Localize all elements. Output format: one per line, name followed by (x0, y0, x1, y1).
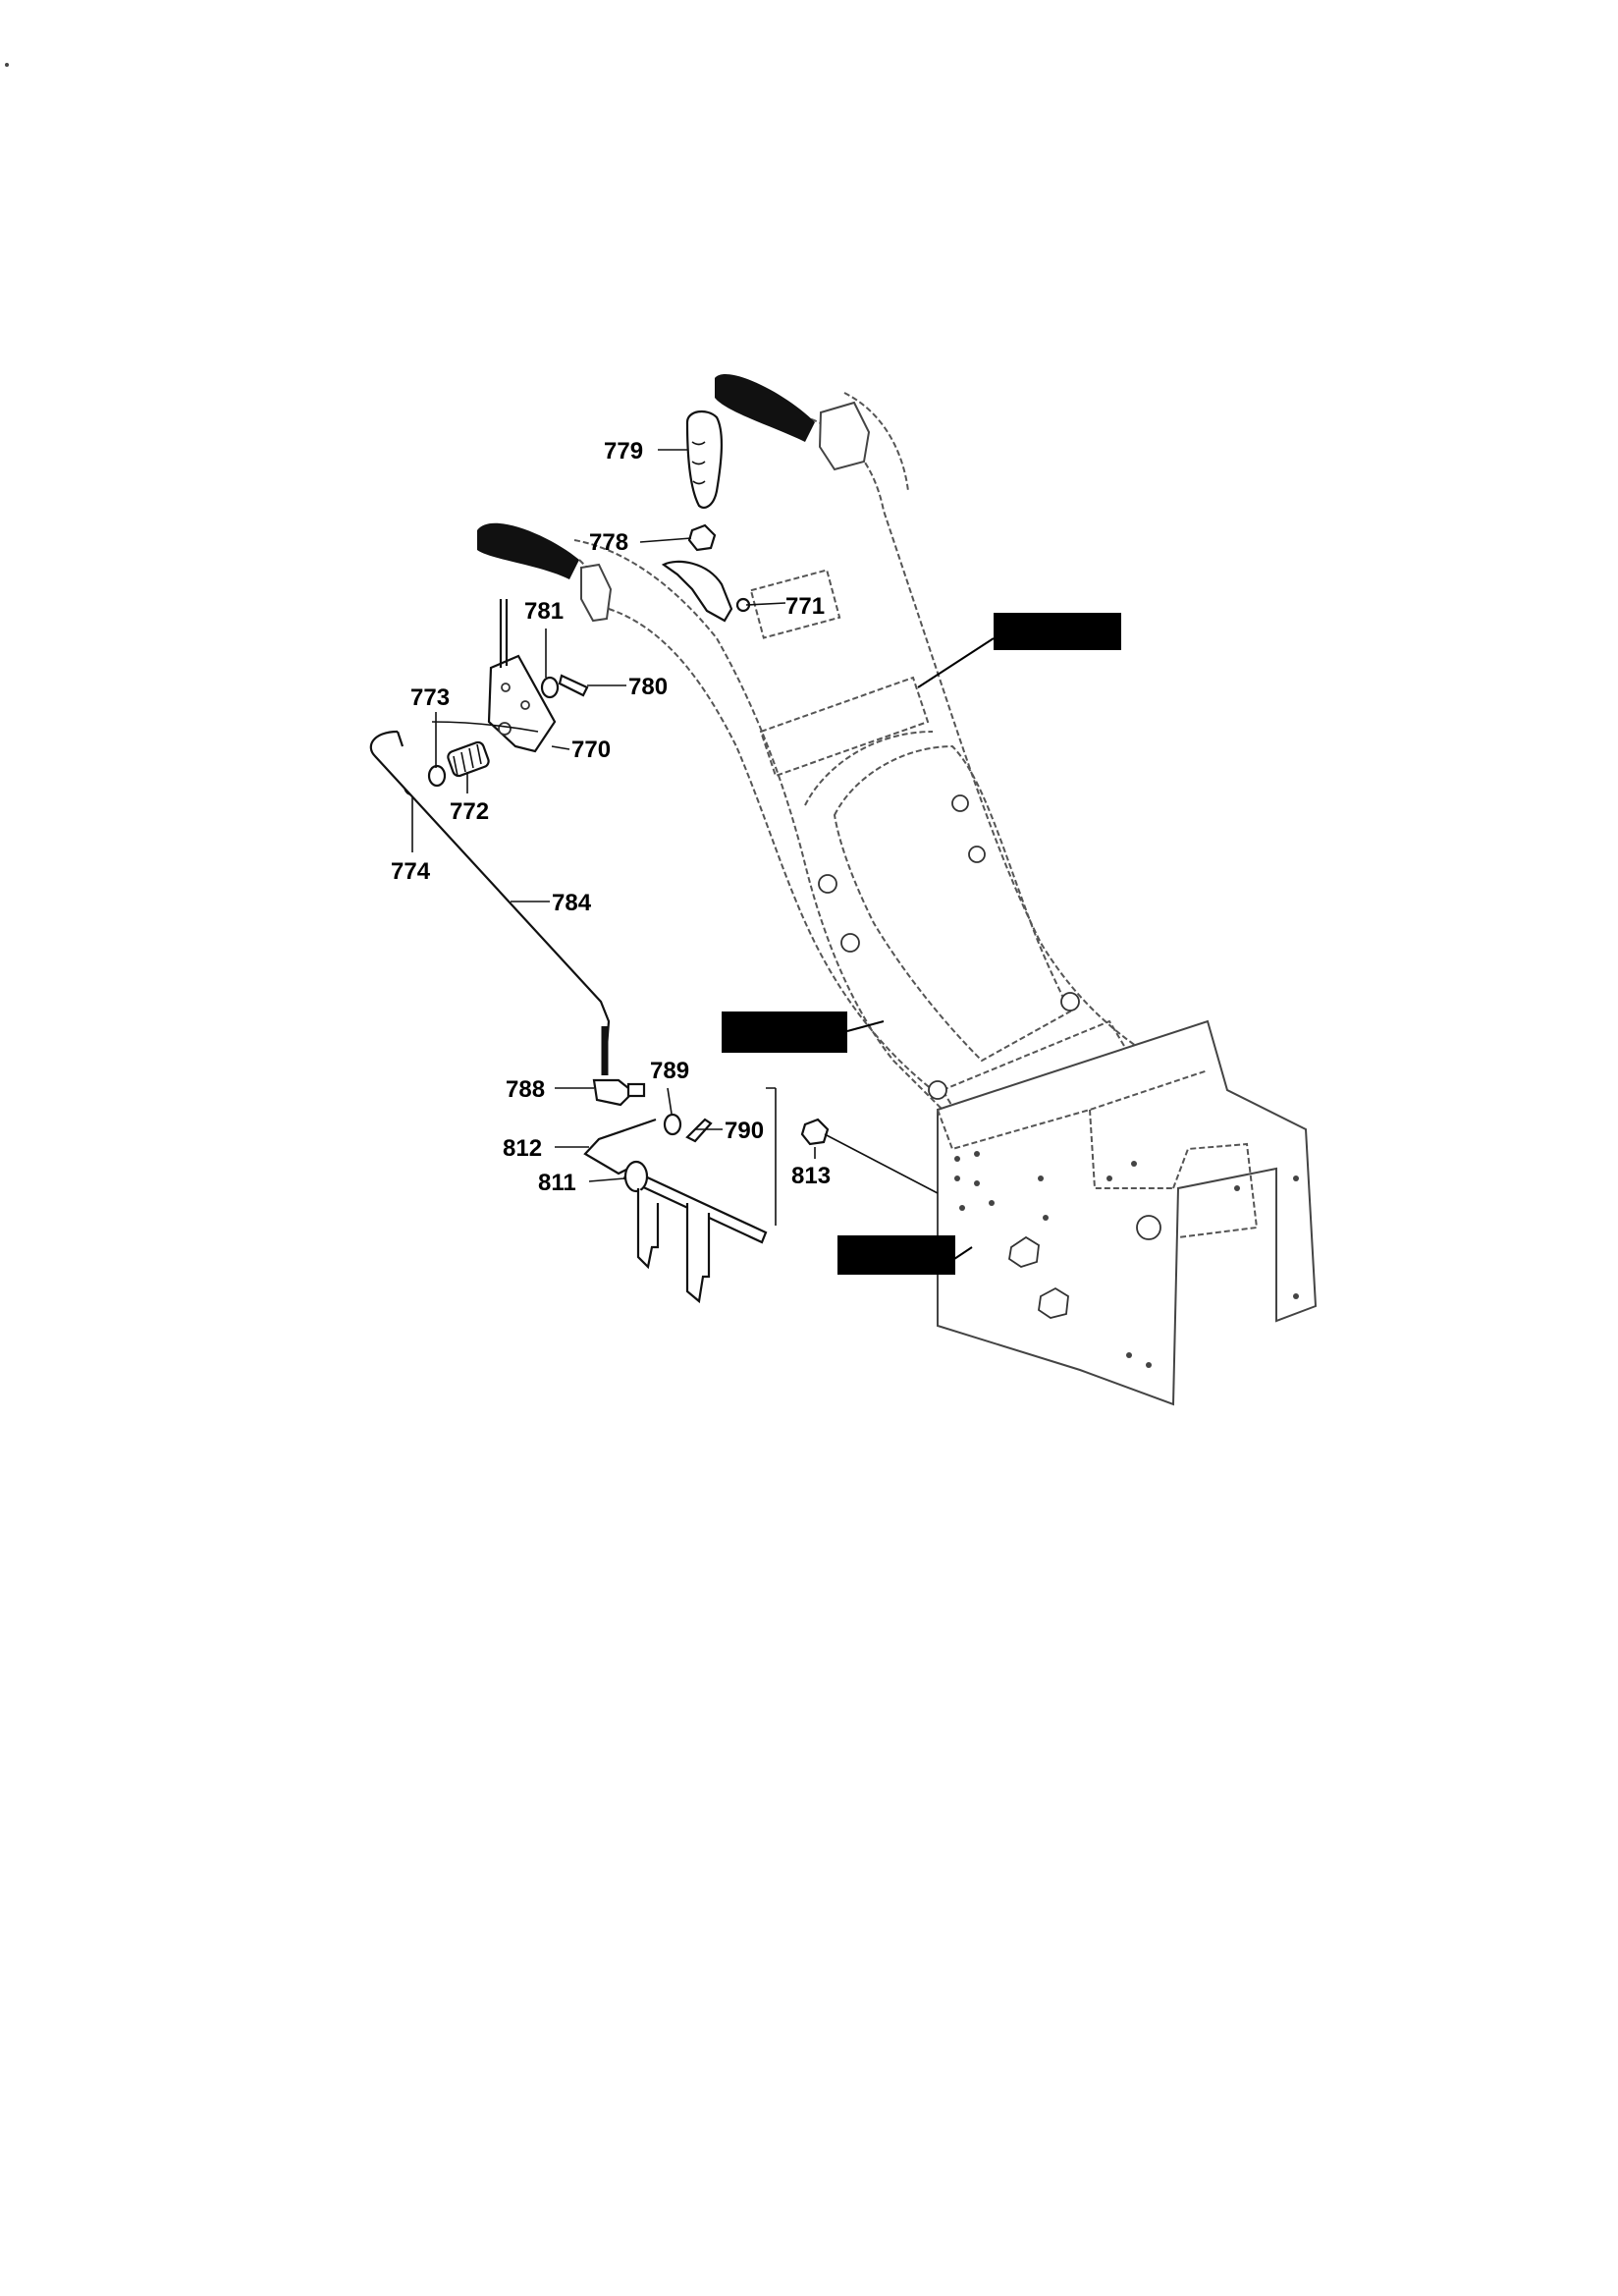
label-774: 774 (391, 858, 431, 885)
ferrule-788 (592, 1078, 646, 1107)
shift-bracket-770 (487, 599, 557, 753)
label-770: 770 (571, 737, 611, 763)
label-771: 771 (785, 593, 825, 620)
shift-shaft-811 (622, 1160, 768, 1304)
label-790: 790 (725, 1118, 764, 1144)
shift-handle-779 (685, 410, 724, 509)
reference-box-middle (722, 1011, 885, 1053)
hairpin-790 (685, 1118, 713, 1143)
reference-box-lower (837, 1235, 973, 1275)
label-773: 773 (410, 684, 450, 711)
reference-box-upper (917, 613, 1121, 688)
shift-lever-771 (661, 560, 841, 639)
base-hole (1038, 1286, 1069, 1319)
label-778: 778 (589, 529, 628, 556)
washer-781 (540, 676, 560, 699)
left-grip (477, 522, 613, 623)
stray-mark (5, 63, 9, 67)
base-hole (1136, 1215, 1161, 1240)
handle-frame (573, 392, 1318, 1406)
leader-lines (411, 449, 939, 1226)
shift-arm-812 (583, 1118, 657, 1175)
washer-773 (427, 764, 447, 788)
spring-772 (447, 740, 490, 778)
label-779: 779 (604, 438, 643, 465)
label-812: 812 (503, 1135, 542, 1162)
shift-rod-784 (369, 730, 611, 1075)
nut-778 (687, 523, 717, 552)
nut-813 (800, 1118, 830, 1146)
label-772: 772 (450, 798, 489, 825)
label-784: 784 (552, 890, 592, 916)
rivets (954, 1151, 1299, 1368)
label-781: 781 (524, 598, 564, 625)
label-780: 780 (628, 674, 668, 700)
frame-bolts (818, 794, 1080, 1100)
label-811: 811 (538, 1170, 576, 1196)
label-789: 789 (650, 1058, 689, 1084)
right-grip (715, 374, 871, 471)
label-813: 813 (791, 1163, 831, 1189)
label-788: 788 (506, 1076, 545, 1103)
washer-789 (663, 1113, 682, 1136)
part-labels: 779 778 771 781 780 773 770 772 774 784 … (391, 438, 831, 1196)
pin-780 (558, 674, 589, 697)
base-hole (1008, 1235, 1040, 1268)
